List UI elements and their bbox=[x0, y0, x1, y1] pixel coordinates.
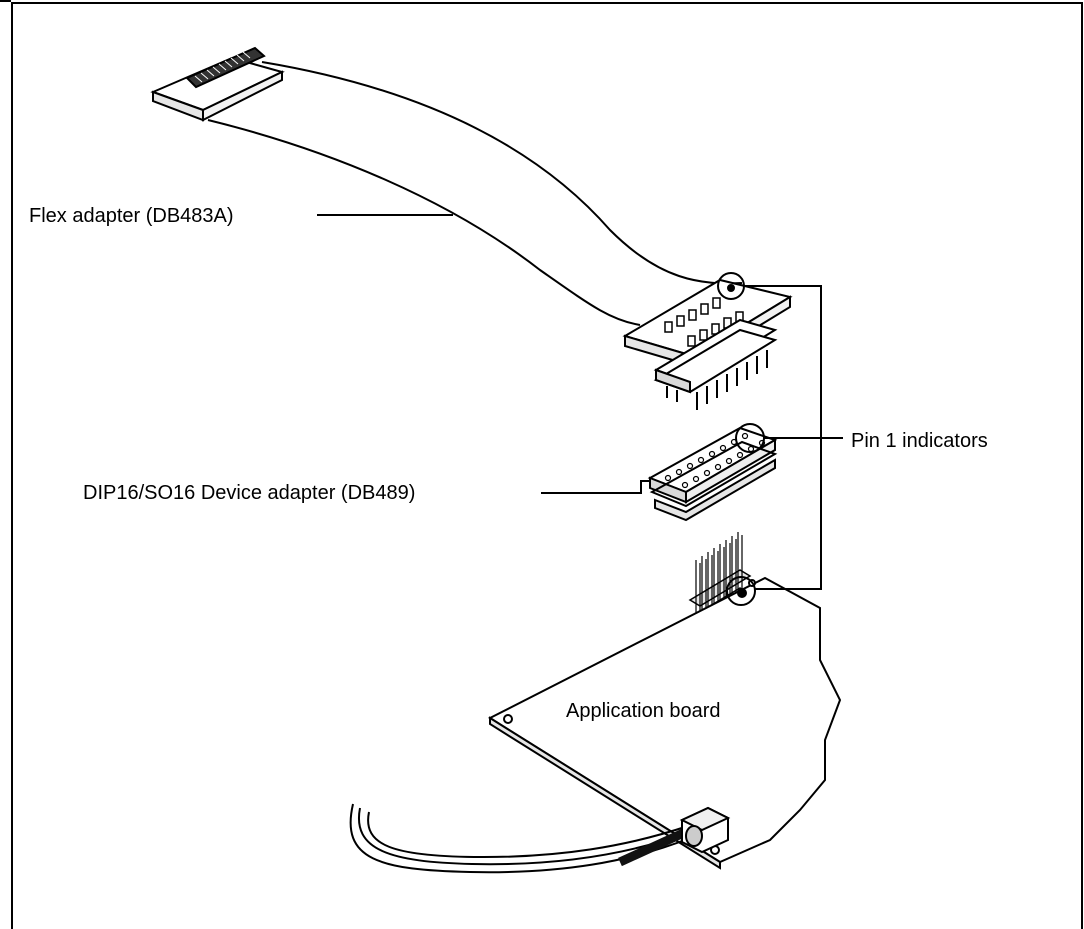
device-adapter-socket bbox=[647, 426, 778, 522]
device-adapter-label: DIP16/SO16 Device adapter (DB489) bbox=[83, 482, 416, 504]
figure-frame bbox=[11, 2, 1083, 929]
flex-cable bbox=[207, 61, 743, 326]
board-connector bbox=[679, 806, 731, 854]
leader-lines bbox=[317, 214, 843, 590]
application-board bbox=[487, 576, 842, 870]
flex-adapter-label: Flex adapter (DB483A) bbox=[29, 205, 234, 227]
application-board-label: Application board bbox=[566, 700, 721, 722]
pin1-circle-board bbox=[726, 576, 756, 606]
figure-header-rule bbox=[0, 0, 11, 2]
pin1-indicators-label: Pin 1 indicators bbox=[851, 430, 988, 452]
flex-adapter-pcb bbox=[622, 278, 793, 410]
flex-connector bbox=[150, 46, 285, 122]
leader-device bbox=[541, 480, 650, 494]
board-cable bbox=[349, 803, 692, 874]
